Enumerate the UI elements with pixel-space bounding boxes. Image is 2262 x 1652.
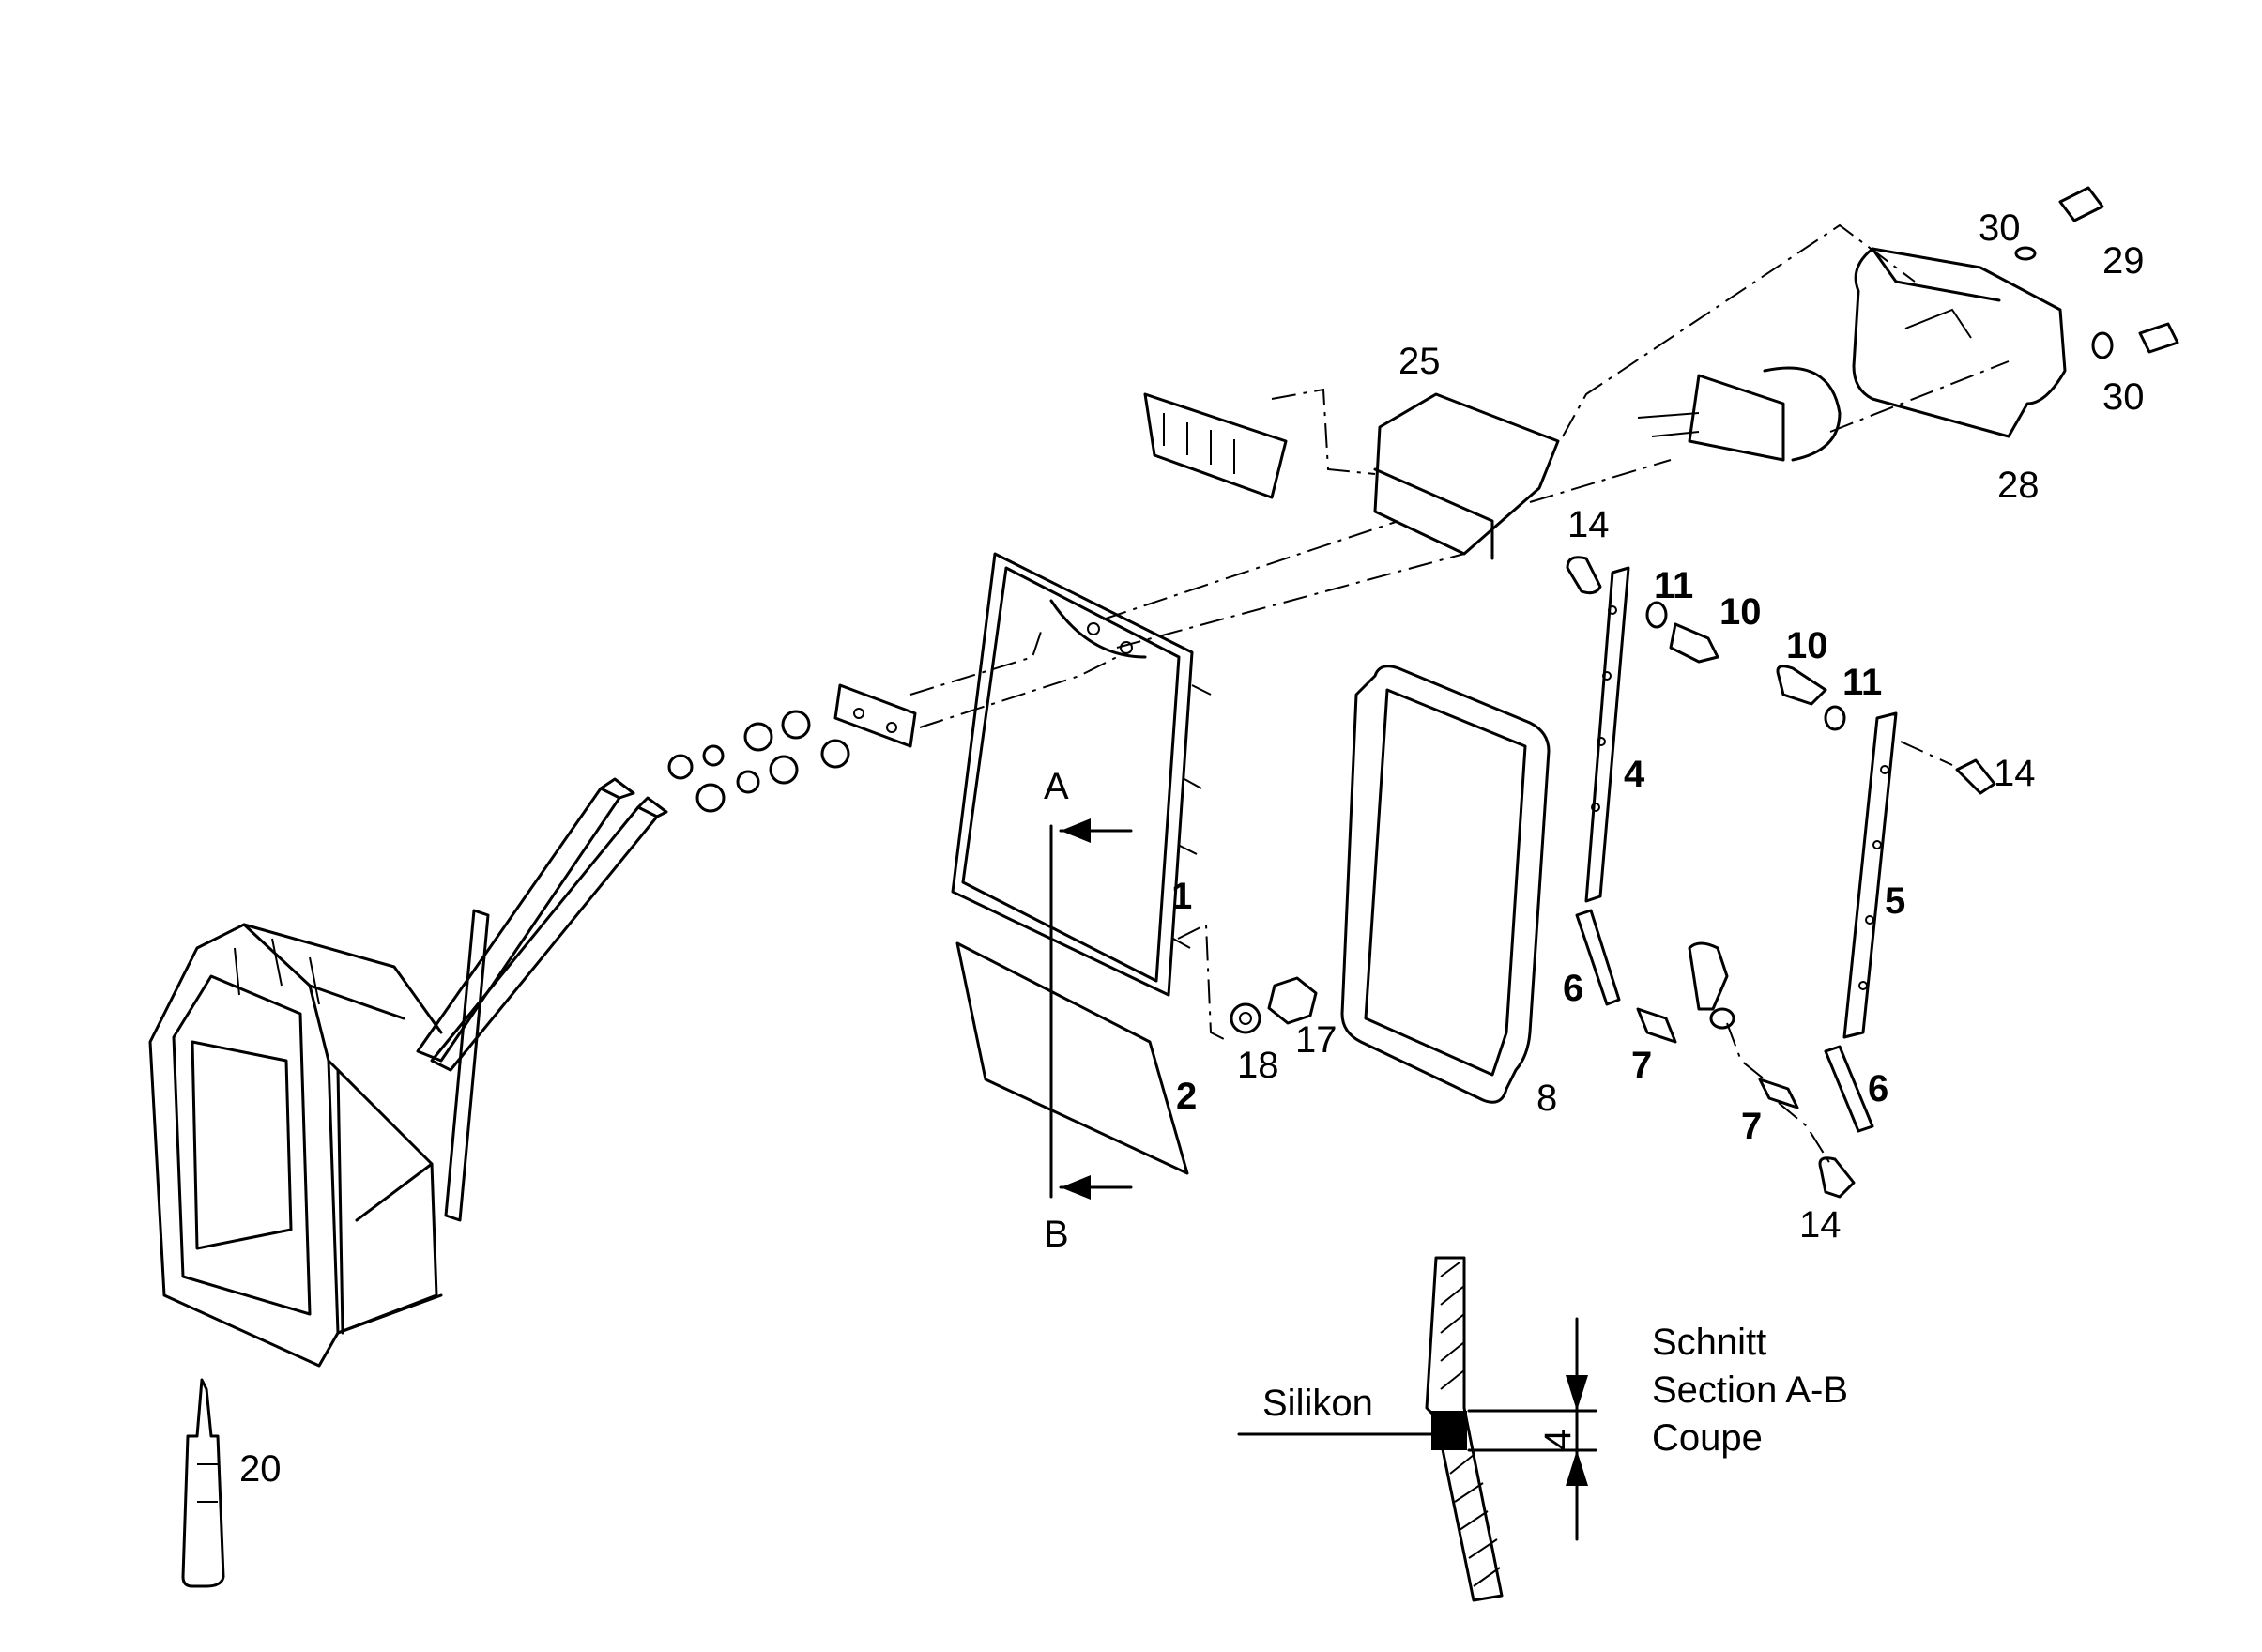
callout-10-right: 10 bbox=[1786, 625, 1828, 666]
callout-10-left: 10 bbox=[1719, 591, 1762, 633]
callout-29: 29 bbox=[2102, 240, 2145, 282]
section-title-fr: Coupe bbox=[1652, 1417, 1763, 1459]
callout-17: 17 bbox=[1295, 1019, 1337, 1061]
left-seal-strip bbox=[1566, 556, 1719, 1044]
callout-11-left: 11 bbox=[1654, 565, 1694, 606]
glass-pane bbox=[955, 941, 1189, 1175]
callout-4: 4 bbox=[1624, 754, 1645, 795]
callout-30-top: 30 bbox=[1979, 207, 2021, 249]
wiper-motor bbox=[1637, 366, 1842, 462]
callout-14-top: 14 bbox=[1567, 504, 1610, 545]
section-detail bbox=[1237, 1256, 1597, 1602]
rubber-seal bbox=[1340, 665, 1551, 1104]
silicone-cartridge bbox=[181, 1378, 225, 1588]
cover-screws bbox=[2014, 186, 2179, 359]
callout-6-right: 6 bbox=[1868, 1068, 1889, 1109]
bracket bbox=[1271, 388, 1560, 560]
motor-cover bbox=[1852, 247, 2067, 438]
callout-18: 18 bbox=[1237, 1045, 1279, 1086]
right-seal-strip bbox=[1688, 665, 1996, 1199]
callout-7-right: 7 bbox=[1741, 1106, 1763, 1147]
callout-5: 5 bbox=[1885, 880, 1906, 922]
section-title-en: Section A-B bbox=[1652, 1369, 1849, 1411]
callout-2: 2 bbox=[1176, 1076, 1198, 1117]
callout-7-left: 7 bbox=[1631, 1045, 1653, 1086]
callout-30-right: 30 bbox=[2102, 376, 2145, 418]
window-frame bbox=[951, 552, 1212, 997]
dimension-label: 4 bbox=[1537, 1429, 1579, 1450]
section-mark-b: B bbox=[1044, 1214, 1069, 1255]
callout-1: 1 bbox=[1171, 876, 1193, 917]
callout-25: 25 bbox=[1398, 341, 1441, 382]
callout-11-right: 11 bbox=[1842, 662, 1883, 703]
callout-6-left: 6 bbox=[1563, 968, 1584, 1009]
section-mark-a: A bbox=[1044, 766, 1069, 807]
cab-frame bbox=[148, 923, 443, 1368]
callout-20: 20 bbox=[239, 1448, 282, 1490]
callout-28: 28 bbox=[1997, 465, 2040, 506]
callout-14-bottom: 14 bbox=[1799, 1204, 1842, 1246]
section-title: Schnitt Section A-B Coupe bbox=[1652, 1319, 1848, 1462]
silicone-label: Silikon bbox=[1262, 1383, 1373, 1424]
section-title-de: Schnitt bbox=[1652, 1322, 1767, 1363]
callout-8: 8 bbox=[1536, 1078, 1558, 1119]
section-line bbox=[1049, 818, 1133, 1200]
assembly-lines bbox=[909, 223, 2010, 728]
callout-14-right: 14 bbox=[1994, 753, 2036, 794]
wiper-assembly bbox=[416, 777, 668, 1222]
nut-and-washer bbox=[1177, 923, 1318, 1043]
nut-washer-chain bbox=[667, 683, 917, 813]
switch-panel bbox=[1143, 392, 1288, 499]
